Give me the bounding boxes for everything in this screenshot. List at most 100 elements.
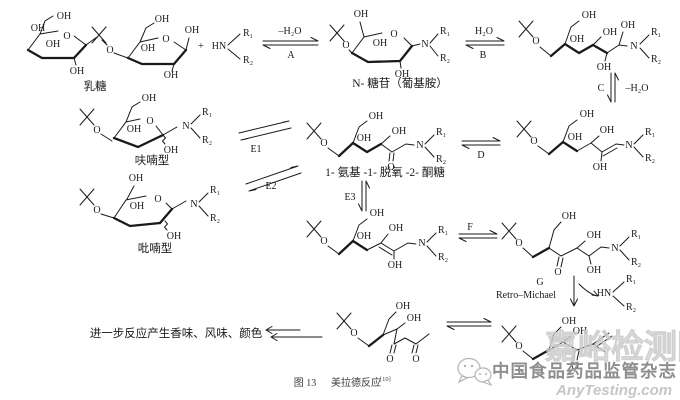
n-label: N <box>625 140 632 151</box>
deoxyosone-structure: O OH OH O OH N R₁ R₂ <box>501 211 641 278</box>
released-amine: HN R₁ R₂ <box>597 274 636 313</box>
oh-label: OH <box>354 9 368 20</box>
oh-label: OH <box>70 66 84 77</box>
r2-label: R₂ <box>243 55 253 66</box>
hn-label: HN <box>597 288 611 299</box>
fragment-o-label: O <box>515 341 522 352</box>
arrow-a: –H₂O A <box>262 26 319 61</box>
r2-label: R₂ <box>645 153 655 164</box>
r1-label: R₁ <box>436 127 446 138</box>
arrow-a-condition: –H₂O <box>278 26 302 37</box>
oh-label: OH <box>597 62 611 73</box>
arrow-f-label: F <box>467 222 473 233</box>
n-label: N <box>416 140 423 151</box>
r2-label: R₂ <box>631 257 641 268</box>
lactose-label: 乳糖 <box>84 79 107 93</box>
fragment-o-label: O <box>350 328 357 339</box>
retro-michael-arrow: G Retro–Michael <box>496 275 599 307</box>
n-label: N <box>190 199 197 210</box>
pyranose-label: 吡喃型 <box>138 241 173 255</box>
oh-label: OH <box>357 133 371 144</box>
arrow-c-condition: –H₂O <box>625 83 649 94</box>
ketose-structure: O OH OH OH O N R₁ R₂ 1- 氨基 -1- 脱氧 -2- 酮糖 <box>306 111 446 179</box>
furanose-structure: O OH O OH OH N R₁ R₂ 呋喃型 <box>79 93 212 167</box>
arrow-e2: E2 <box>245 165 302 192</box>
oh-label: OH <box>167 231 181 242</box>
oh-label: OH <box>357 231 371 242</box>
fragment-o-label: O <box>342 40 349 51</box>
oh-label: OH <box>573 326 587 337</box>
oh-label: OH <box>370 208 384 219</box>
r1-label: R₁ <box>440 26 450 37</box>
r2-label: R₂ <box>210 213 220 224</box>
arrow-e1-label: E1 <box>250 144 261 155</box>
oh-label: OH <box>582 10 596 21</box>
equilibrium-arrow-bottom <box>446 318 492 330</box>
oh-label: OH <box>580 109 594 120</box>
ring-o-label: O <box>162 34 169 45</box>
fragment-o-label: O <box>93 205 100 216</box>
oh-label: OH <box>130 201 144 212</box>
carbonyl-o-label: O <box>554 267 561 278</box>
r1-label: R₁ <box>645 127 655 138</box>
r2-label: R₂ <box>626 302 636 313</box>
open-chain-amine-structure: O OH OH OH OH OH N R₁ R₂ <box>518 10 661 73</box>
further-reaction: 进一步反应产生香味、风味、颜色 <box>90 326 323 341</box>
hn-label: HN <box>212 41 226 52</box>
oh-label: OH <box>389 223 403 234</box>
oh-label: OH <box>621 20 635 31</box>
r2-label: R₂ <box>202 135 212 146</box>
figure-caption: 图 13 美拉德反应 [10] <box>294 376 391 389</box>
oh-label: OH <box>568 132 582 143</box>
r1-label: R₁ <box>202 107 212 118</box>
fragment-o-label: O <box>530 136 537 147</box>
further-reaction-text: 进一步反应产生香味、风味、颜色 <box>90 326 263 340</box>
oh-label: OH <box>373 38 387 49</box>
figure-title: 美拉德反应 <box>331 376 381 389</box>
watermark-site-name: 嘉峪检测网 <box>545 328 680 365</box>
n-label: N <box>421 39 428 50</box>
carbonyl-o-label: O <box>412 354 419 365</box>
oh-label: OH <box>593 162 607 173</box>
n-label: N <box>182 121 189 132</box>
oh-label: OH <box>155 14 169 25</box>
lactose-structure: OH OH O OH OH O OH OH O OH OH 乳糖 <box>26 11 199 93</box>
arrow-c-label: C <box>598 83 605 94</box>
arrow-b-condition: H₂O <box>475 26 493 37</box>
oh-label: OH <box>587 230 601 241</box>
r2-label: R₂ <box>651 54 661 65</box>
oh-label: OH <box>396 301 410 312</box>
ring-o-label: O <box>154 194 161 205</box>
oh-label: OH <box>392 126 406 137</box>
arrow-e2-label: E2 <box>265 181 276 192</box>
r1-label: R₁ <box>243 28 253 39</box>
enediol-structure: O OH OH OH OH N R₁ R₂ <box>306 208 448 271</box>
r2-label: R₂ <box>436 154 446 165</box>
ring-o-label: O <box>390 29 397 40</box>
oh-label: OH <box>388 260 402 271</box>
pyranose-structure: O OH O OH OH N R₁ R₂ 吡喃型 <box>79 173 220 255</box>
figure-number: 图 13 <box>294 377 317 389</box>
arrow-f: F <box>458 222 498 242</box>
oh-label: OH <box>142 93 156 104</box>
arrow-e3-label: E3 <box>344 192 355 203</box>
n-label: N <box>630 41 637 52</box>
oh-label: OH <box>127 124 141 135</box>
carbonyl-o-label: O <box>571 361 578 372</box>
ring-o-label: O <box>146 116 153 127</box>
oh-label: OH <box>57 11 71 22</box>
wechat-logo-icon <box>457 357 493 387</box>
oh-label: OH <box>369 111 383 122</box>
arrow-a-label: A <box>287 50 295 61</box>
watermark: 嘉峪检测网 中国食品药品监管杂志 AnyTesting.com <box>457 328 680 399</box>
furanose-label: 呋喃型 <box>135 153 170 167</box>
arrow-e1: E1 <box>238 120 292 155</box>
watermark-site-url: AnyTesting.com <box>555 382 672 399</box>
oh-label: OH <box>129 173 143 184</box>
fragment-o-label: O <box>320 236 327 247</box>
dicarbonyl-structure: O OH OH O O <box>336 301 430 365</box>
oh-label: OH <box>164 145 178 156</box>
n-label: N <box>418 238 425 249</box>
